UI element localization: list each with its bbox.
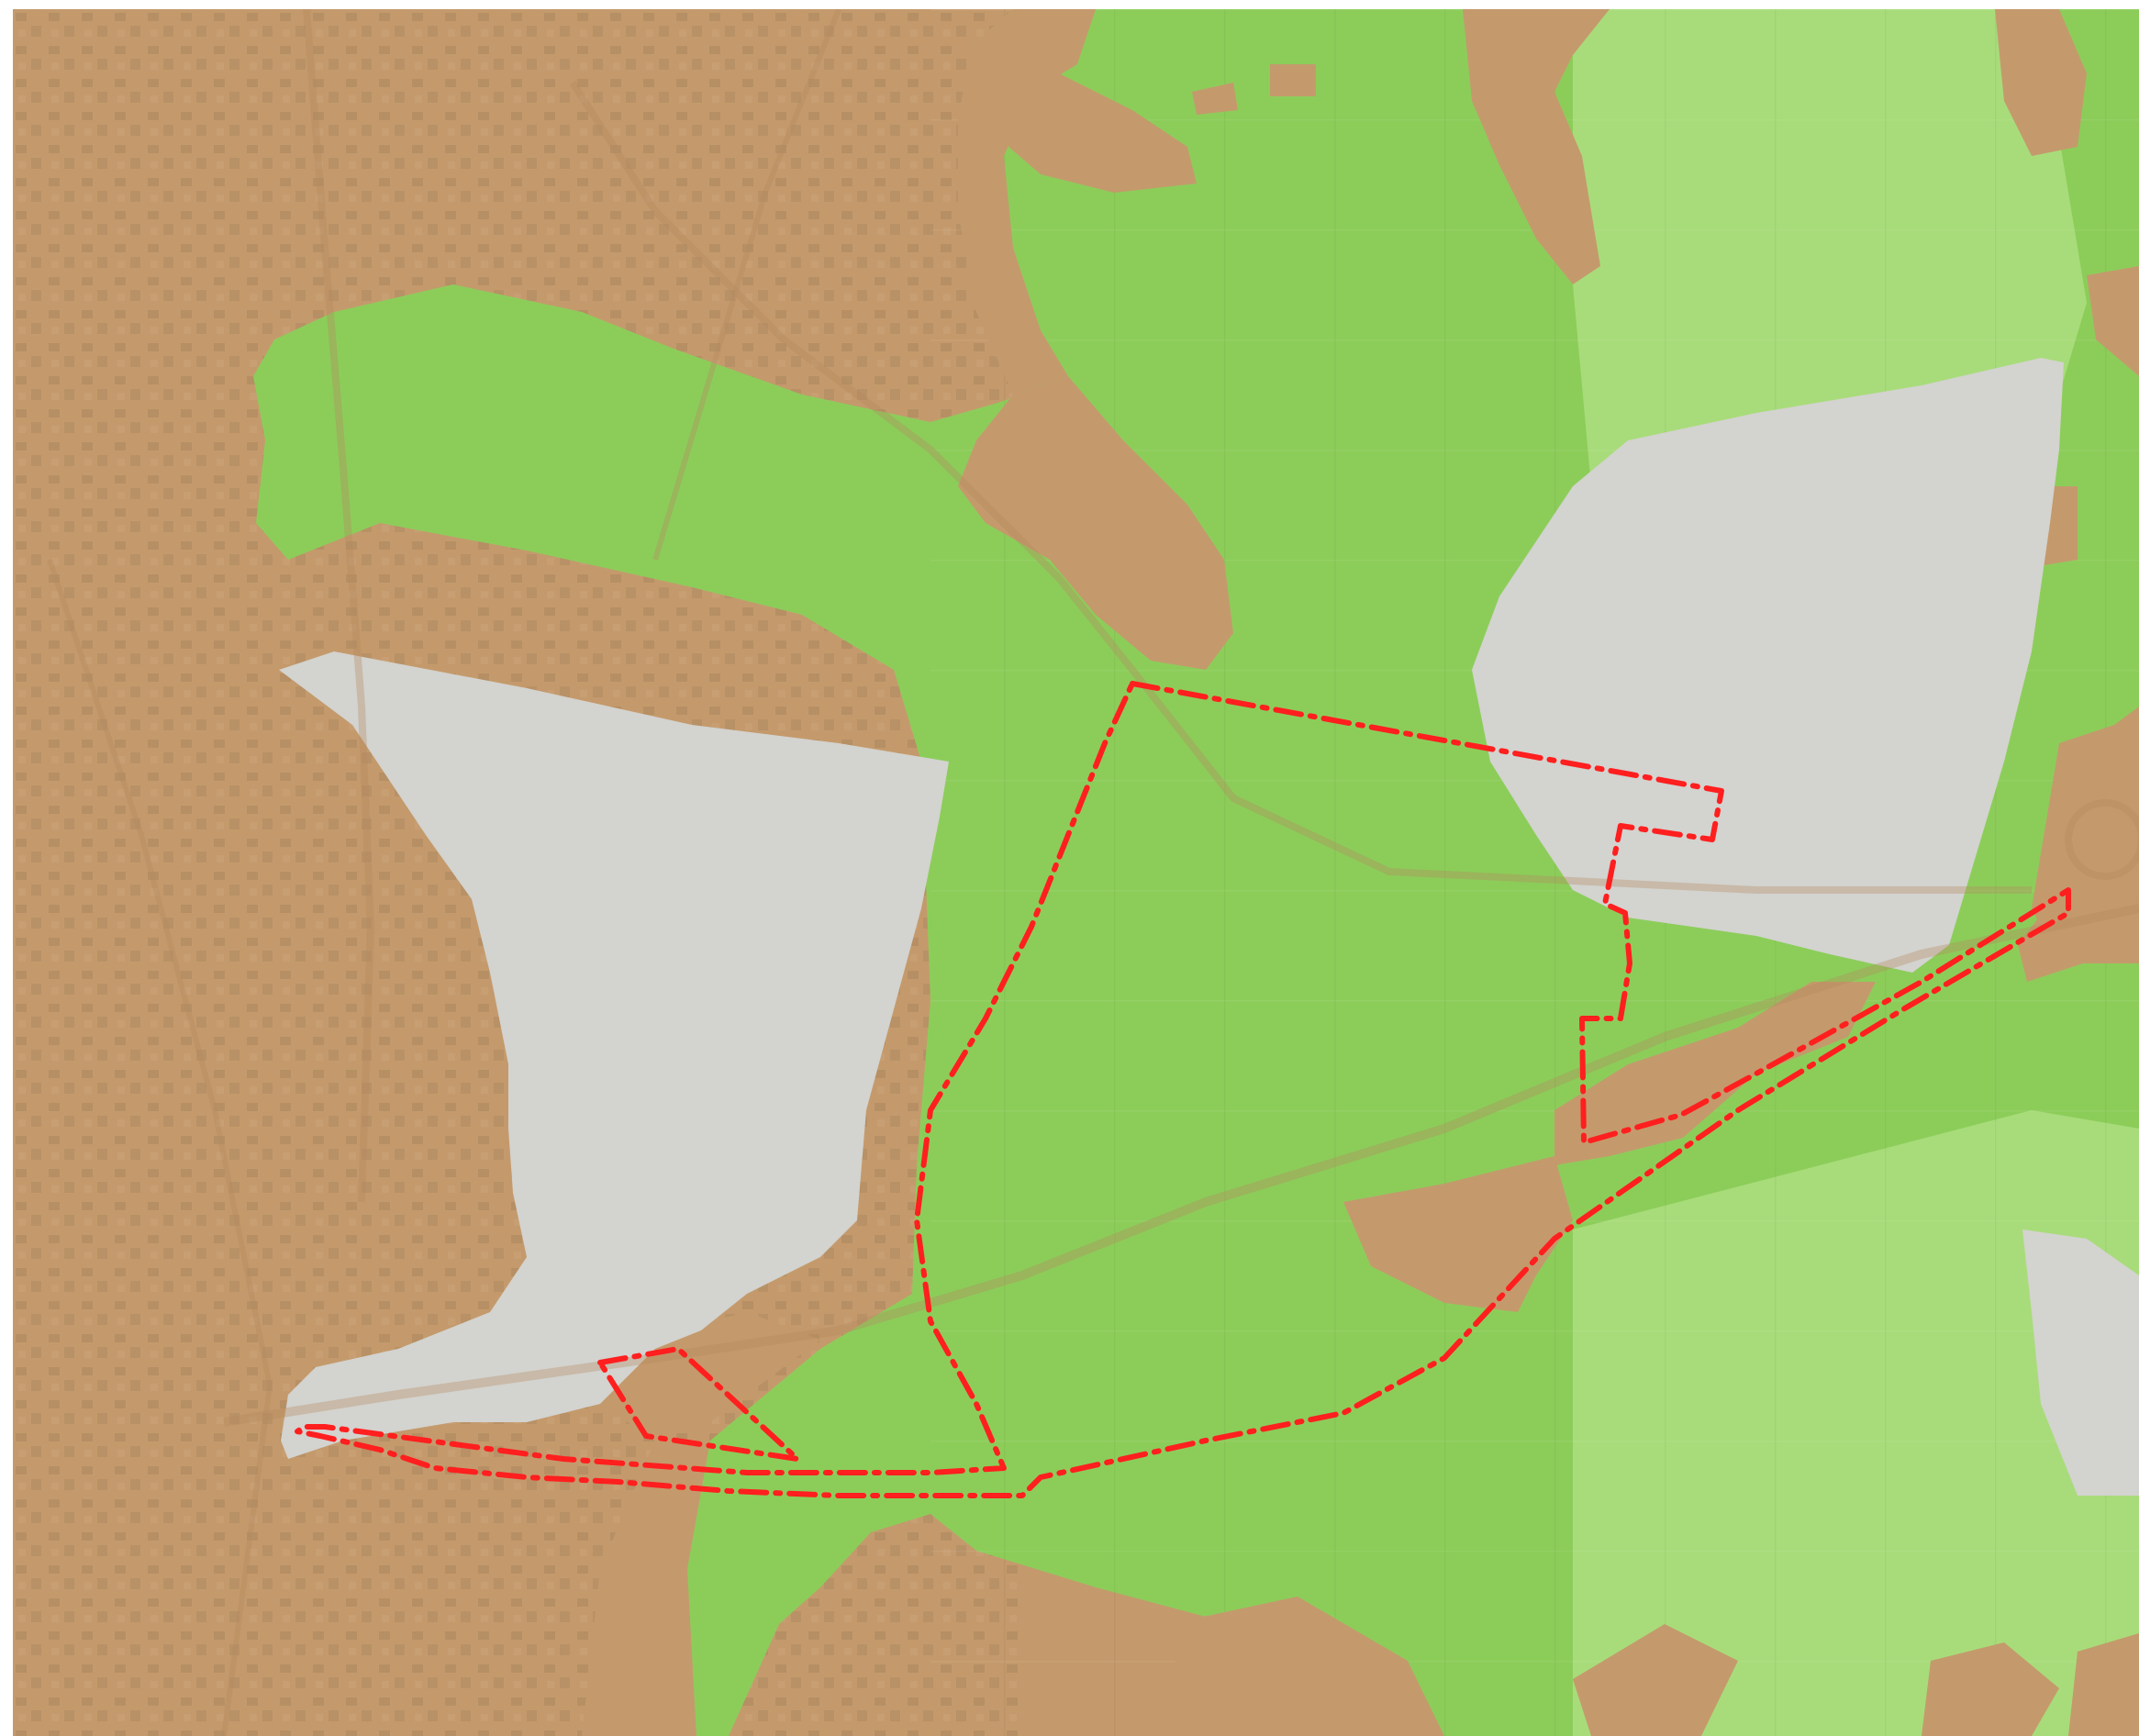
road-line xyxy=(223,904,2139,1427)
roundabout-marker xyxy=(2065,799,2139,880)
earth-patch-north-small-3 xyxy=(1270,64,1316,96)
map-canvas[interactable] xyxy=(13,9,2139,1736)
road-line xyxy=(569,80,2032,894)
map-viewport[interactable] xyxy=(13,9,2139,1736)
earth-patch-center xyxy=(958,376,1233,670)
earth-patch-north-small-1 xyxy=(1004,73,1197,193)
road-line xyxy=(652,9,841,561)
grey-zone-southeast xyxy=(2022,1230,2139,1496)
earth-patch-south-middle xyxy=(1169,1597,1444,1736)
boundary-layer xyxy=(295,681,2071,1498)
earth-patch-southwest-edge xyxy=(582,1441,710,1736)
grey-zone-west xyxy=(279,651,949,1459)
earth-patch-north-lobe xyxy=(958,9,1096,395)
earth-patch-rail-mid xyxy=(1343,1156,1573,1312)
earth-patch-north-east xyxy=(1463,9,1610,284)
earth-patch-rail-east xyxy=(1554,982,1876,1165)
earth-patch-south-east-2 xyxy=(1922,1642,2059,1736)
earth-patch-south-east-3 xyxy=(2068,1633,2139,1736)
earth-patch-south-east-1 xyxy=(1573,1624,1738,1736)
boundary-south-parcel[interactable] xyxy=(597,1346,800,1462)
earth-patch-far-northeast xyxy=(1995,9,2087,156)
earth-patch-east-right xyxy=(2087,266,2139,376)
road-line xyxy=(303,9,375,1203)
earth-patch-north-small-2 xyxy=(1192,83,1238,115)
boundary-main-north[interactable] xyxy=(295,681,2071,1498)
road-line xyxy=(47,559,273,1736)
earth-patch-east-roundabout xyxy=(2032,707,2139,963)
grey-zone-layer xyxy=(279,358,2139,1496)
grey-zone-east xyxy=(1472,358,2064,973)
road-network xyxy=(47,9,2139,1736)
